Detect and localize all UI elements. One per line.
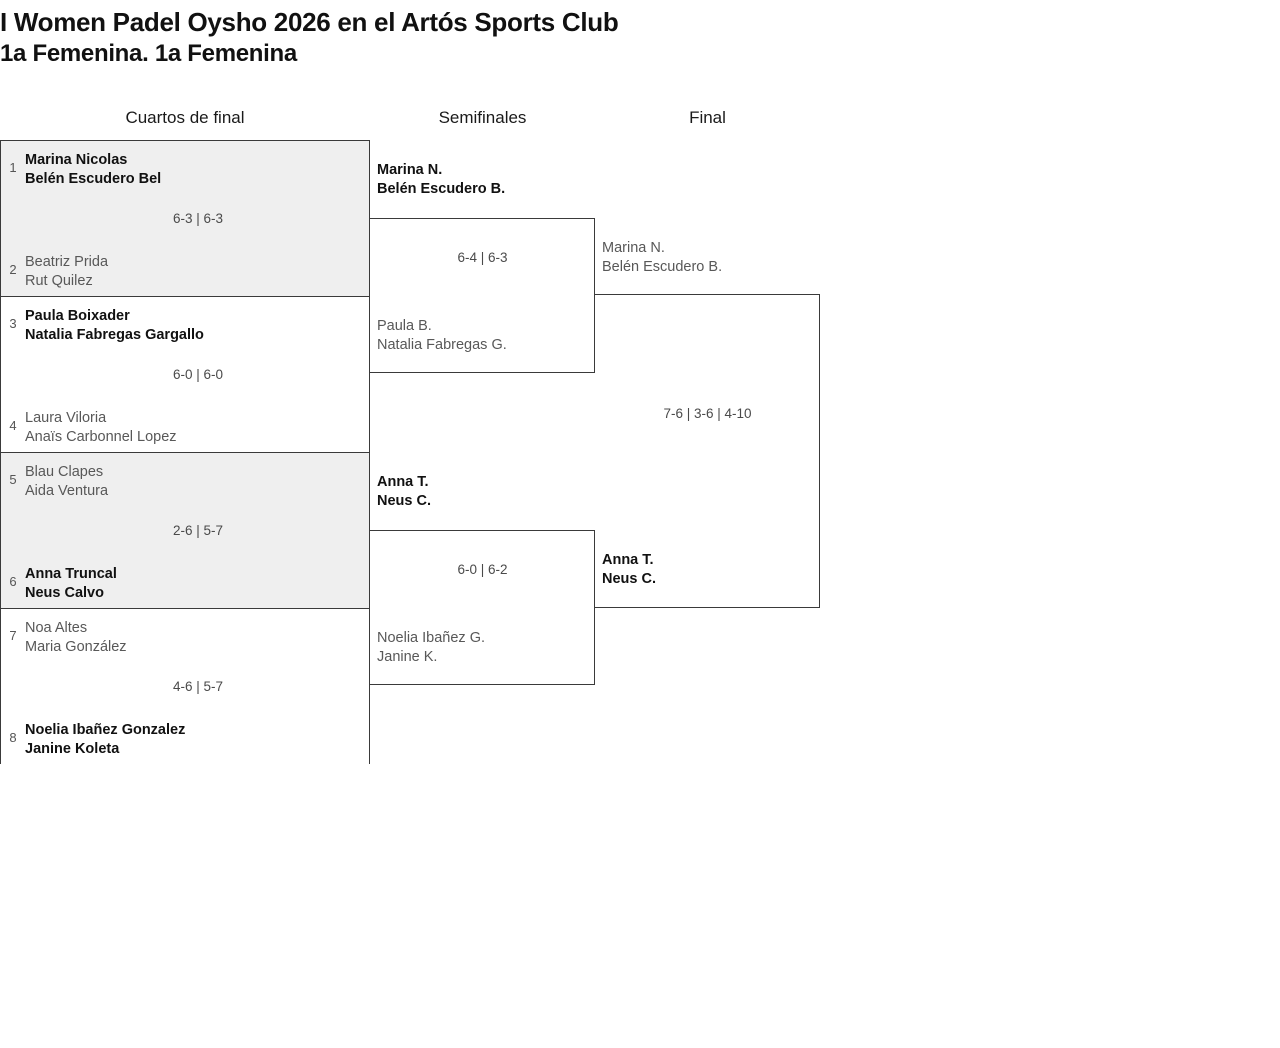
seed-number: 7 [9, 628, 17, 643]
semifinal-team-names[interactable]: Noelia Ibañez G. Janine K. [377, 630, 486, 665]
semifinal-team-names[interactable]: Anna T. Neus C. [377, 474, 431, 509]
final-team-names[interactable]: Marina N. Belén Escudero B. [602, 240, 723, 275]
match-row[interactable]: 3 Paula Boixader Natalia Fabregas Gargal… [1, 297, 369, 453]
semifinal-match-2-connector[interactable]: 6-0 | 6-2 [370, 530, 595, 685]
team-names: Paula Boixader Natalia Fabregas Gargallo [25, 308, 204, 343]
seed-number: 1 [9, 160, 17, 175]
match-score: 6-0 | 6-0 [172, 367, 224, 382]
team-names: Blau Clapes Aida Ventura [25, 464, 109, 499]
semifinal-match-1-connector[interactable]: 6-4 | 6-3 [370, 218, 595, 373]
match-team-top[interactable]: 5 Blau Clapes Aida Ventura [1, 463, 361, 500]
round-header-quarterfinals: Cuartos de final [125, 108, 245, 127]
match-score: 4-6 | 5-7 [172, 679, 224, 694]
team-names: Noa Altes Maria González [25, 620, 127, 655]
title-block: I Women Padel Oysho 2026 en el Artós Spo… [0, 6, 1260, 70]
match-row[interactable]: 1 Marina Nicolas Belén Escudero Bel 6-3 … [1, 141, 369, 297]
team-names: Anna Truncal Neus Calvo [25, 566, 117, 601]
team-names: Beatriz Prida Rut Quilez [25, 254, 109, 289]
round-header-final: Final [689, 108, 726, 127]
team-names: Noelia Ibañez Gonzalez Janine Koleta [25, 722, 186, 757]
round-quarterfinals: 1 Marina Nicolas Belén Escudero Bel 6-3 … [0, 140, 370, 765]
team-names: Laura Viloria Anaïs Carbonnel Lopez [25, 410, 177, 445]
final-team-names[interactable]: Anna T. Neus C. [602, 552, 656, 587]
match-score: 6-3 | 6-3 [172, 211, 224, 226]
tournament-title: I Women Padel Oysho 2026 en el Artós Spo… [0, 7, 619, 37]
seed-number: 4 [9, 418, 17, 433]
match-score: 6-4 | 6-3 [457, 250, 508, 265]
match-team-top[interactable]: 3 Paula Boixader Natalia Fabregas Gargal… [1, 307, 361, 344]
match-team-top[interactable]: 1 Marina Nicolas Belén Escudero Bel [1, 151, 361, 188]
match-team-bottom[interactable]: 4 Laura Viloria Anaïs Carbonnel Lopez [1, 409, 361, 446]
seed-number: 5 [9, 472, 17, 487]
semifinal-team-names[interactable]: Marina N. Belén Escudero B. [377, 162, 506, 197]
semifinal-team-names[interactable]: Paula B. Natalia Fabregas G. [377, 318, 507, 353]
seed-number: 6 [9, 574, 17, 589]
match-team-top[interactable]: 7 Noa Altes Maria González [1, 619, 361, 656]
match-row[interactable]: 7 Noa Altes Maria González 4-6 | 5-7 8 N… [1, 609, 369, 765]
match-score: 2-6 | 5-7 [172, 523, 224, 538]
match-score: 7-6 | 3-6 | 4-10 [663, 406, 752, 421]
seed-number: 2 [9, 262, 17, 277]
match-row[interactable]: 5 Blau Clapes Aida Ventura 2-6 | 5-7 6 A… [1, 453, 369, 609]
match-team-bottom[interactable]: 6 Anna Truncal Neus Calvo [1, 565, 361, 602]
seed-number: 8 [9, 730, 17, 745]
match-score: 6-0 | 6-2 [457, 562, 508, 577]
final-match-connector[interactable]: 7-6 | 3-6 | 4-10 [595, 294, 820, 608]
round-header-semifinals: Semifinales [438, 108, 527, 127]
category-title: 1a Femenina. 1a Femenina [0, 40, 297, 67]
team-names: Marina Nicolas Belén Escudero Bel [25, 152, 162, 187]
match-team-bottom[interactable]: 2 Beatriz Prida Rut Quilez [1, 253, 361, 290]
match-team-bottom[interactable]: 8 Noelia Ibañez Gonzalez Janine Koleta [1, 721, 361, 758]
seed-number: 3 [9, 316, 17, 331]
